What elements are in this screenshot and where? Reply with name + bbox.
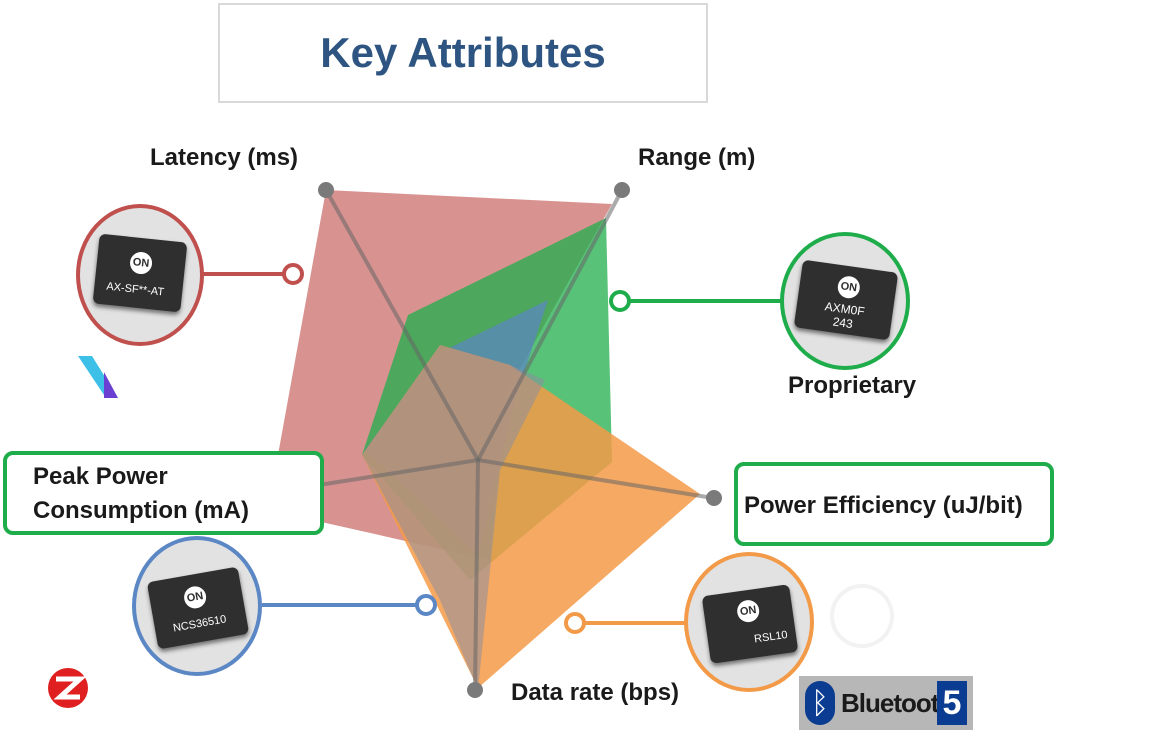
nbiot-chip-circle: ON NCS36510 [132,536,262,676]
sigfox-chip: ON AX-SF**-AT [92,233,188,313]
sigfox-chip-circle: ON AX-SF**-AT [76,204,204,346]
on-semi-logo-icon: ON [182,584,208,611]
on-semi-logo-icon: ON [735,598,761,624]
proprietary-chip: ON AXM0F 243 [793,259,899,341]
overlap-polygon [362,345,545,690]
axis-dot-range [614,182,630,198]
zigbee-logo-icon [48,668,88,708]
sigfox-logo-icon [78,356,118,398]
page-title: Key Attributes [320,29,606,76]
axis-label-latency: Latency (ms) [150,144,299,171]
nbiot-connector-end [415,594,437,616]
axis-power-efficiency [477,458,714,500]
on-semi-logo-icon: ON [128,250,154,276]
axis-label-power-efficiency: Power Efficiency (uJ/bit) [744,492,1023,519]
axis-dot-data-rate [467,682,483,698]
ble-chip-part: RSL10 [753,628,789,646]
peak-power-box: Peak Power Consumption (mA) [3,451,324,535]
axis-label-range: Range (m) [638,144,756,171]
axis-latency [324,189,480,461]
axis-dot-latency [318,182,334,198]
ble-chip: ON RSL10 [701,584,799,664]
nbiot-chip-part: NCS36510 [172,613,228,635]
axis-label-peak-power-line1: Peak Power [33,463,168,490]
nbiot-chip: ON NCS36510 [146,566,250,650]
sigfox-chip-part: AX-SF**-AT [105,280,165,299]
proprietary-chip-circle: ON AXM0F 243 [780,232,910,370]
proprietary-chip-part: AXM0F 243 [823,299,866,332]
ble-chip-circle: ON RSL10 [684,552,814,692]
faint-logo-icon [830,584,894,648]
bluetooth-rune-icon: ᛒ [805,681,835,725]
power-efficiency-box: Power Efficiency (uJ/bit) [734,462,1054,546]
sigfox-connector-end [282,263,304,285]
axis-data-rate [473,459,480,691]
axis-range [476,189,624,461]
proprietary-connector-end [609,290,631,312]
bluetooth-version: 5 [937,681,967,725]
axis-dot-power-efficiency [706,490,722,506]
proprietary-label: Proprietary [788,372,917,399]
axis-label-peak-power-line2: Consumption (mA) [33,497,249,524]
bluetooth-badge: ᛒ Bluetooth 5 [799,676,973,730]
ble-connector-end [564,612,586,634]
on-semi-logo-icon: ON [836,274,862,300]
title-box: Key Attributes [218,3,708,103]
bluetooth-text: Bluetooth [841,688,954,718]
axis-label-data-rate: Data rate (bps) [511,679,680,706]
